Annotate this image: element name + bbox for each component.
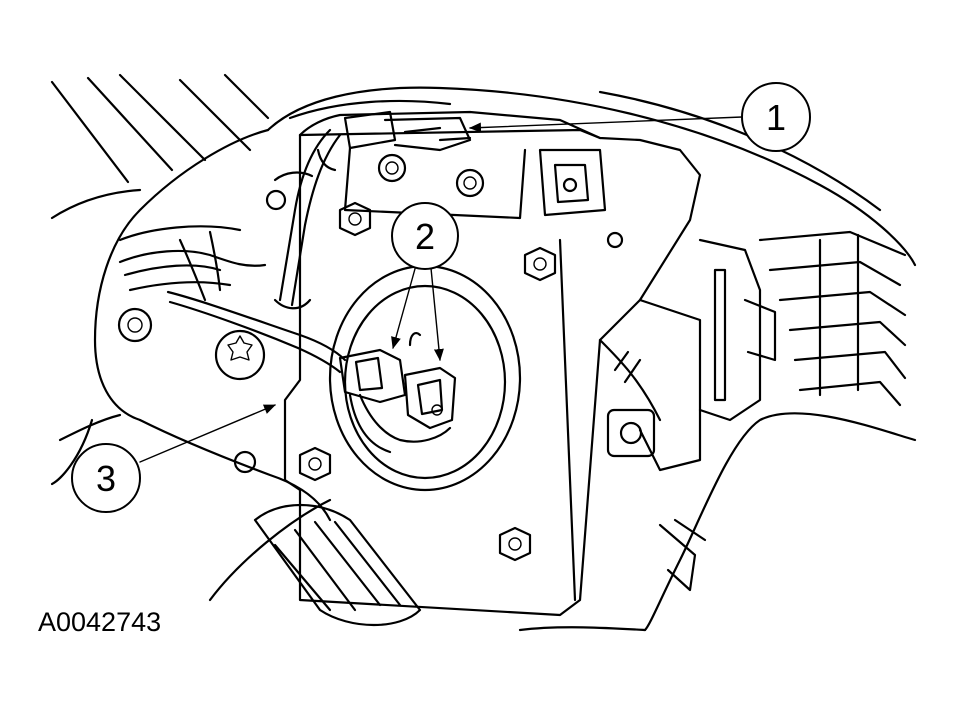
- callout-3: 3: [71, 443, 141, 513]
- nut-lower-right: [498, 526, 532, 562]
- column-shroud-outline: [50, 73, 270, 442]
- mounting-nuts: [298, 201, 557, 562]
- nut-upper-right: [523, 246, 557, 282]
- airbag-connectors: [338, 331, 457, 454]
- leader-line-1: [469, 116, 743, 133]
- callout-1: 1: [741, 82, 811, 152]
- airbag-module-back-plate: [283, 110, 777, 617]
- nut-lower-left: [298, 446, 332, 482]
- steering-wheel-rim: [50, 86, 917, 632]
- top-connector: [273, 110, 527, 310]
- wiring-harness: [118, 230, 347, 374]
- figure-id: A0042743: [38, 607, 161, 637]
- leader-line-3: [139, 404, 276, 463]
- callout-3-label: 3: [96, 458, 116, 499]
- callout-leader-lines: [139, 116, 743, 463]
- right-spoke-trim: [758, 230, 907, 407]
- callout-1-label: 1: [766, 97, 786, 138]
- leader-line-2b: [429, 257, 444, 361]
- nut-upper-left: [338, 201, 372, 237]
- lower-spoke: [233, 450, 707, 626]
- callout-2-label: 2: [415, 216, 435, 257]
- leader-line-2a: [391, 257, 419, 349]
- hub-housing: [93, 128, 332, 522]
- callout-2: 2: [391, 202, 459, 270]
